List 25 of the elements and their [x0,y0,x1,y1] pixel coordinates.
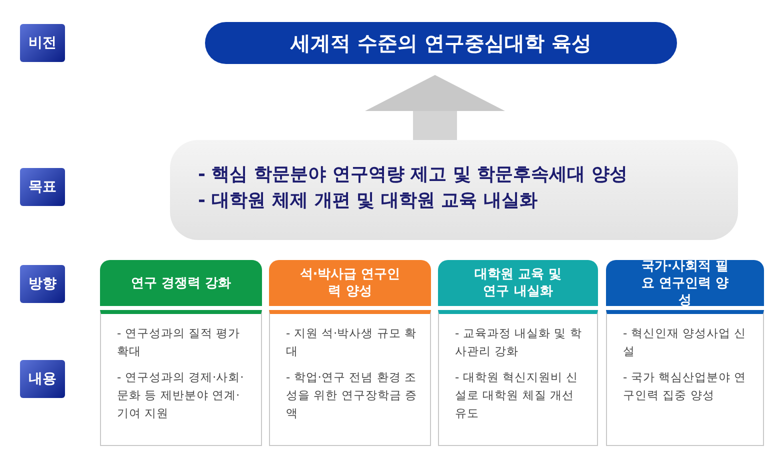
goal-text: - 대학원 체제 개편 및 대학원 교육 내실화 [198,189,538,213]
content-panel [100,310,262,446]
bullet-text: - 연구성과의 경제·사회·문화 등 제반분야 연계·기여 지원 [117,369,245,422]
bullet-text: - 대학원 혁신지원비 신설로 대학원 체질 개선 유도 [455,369,580,422]
goals-panel [170,140,738,240]
bullet-text: - 지원 석·박사생 규모 확대 [286,325,418,360]
row-label: 방향 [20,265,65,303]
row-label: 비전 [20,24,65,62]
category-header: 연구 경쟁력 강화 [100,260,262,306]
bullet-text: - 교육과정 내실화 및 학사관리 강화 [455,325,583,360]
row-label: 목표 [20,168,65,206]
bullet-text: - 학업·연구 전념 환경 조성을 위한 연구장학금 증액 [286,369,418,422]
bullet-text: - 혁신인재 양성사업 신설 [623,325,748,360]
category-header: 국가·사회적 필요 연구인력 양성 [606,260,764,306]
vision-banner: 세계적 수준의 연구중심대학 육성 [205,22,677,64]
bullet-text: - 국가 핵심산업분야 연구인력 집중 양성 [623,369,748,404]
content-panel [606,310,764,446]
arrow [365,75,505,140]
category-header: 대학원 교육 및 연구 내실화 [438,260,598,306]
goal-text: - 핵심 학문분야 연구역량 제고 및 학문후속세대 양성 [198,163,628,187]
row-label: 내용 [20,360,65,398]
content-panel [438,310,598,446]
bullet-text: - 연구성과의 질적 평가 확대 [117,325,242,360]
content-panel [269,310,431,446]
category-header: 석·박사급 연구인력 양성 [269,260,431,306]
